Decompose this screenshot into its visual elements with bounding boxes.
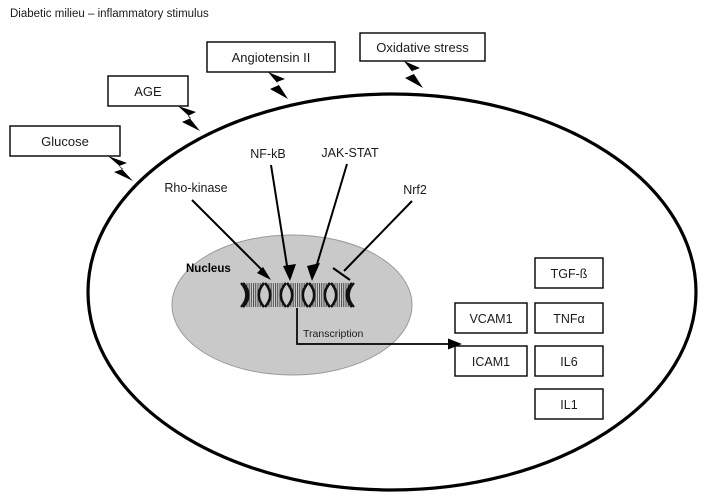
pathway-label-rho-kinase: Rho-kinase — [164, 181, 227, 195]
age-box-rect[interactable] — [107, 75, 189, 107]
icam1-box-rect[interactable] — [454, 345, 528, 377]
cell-membrane — [86, 92, 698, 492]
oxidative-stress-label: Oxidative stress — [376, 40, 469, 55]
gene-box-il1[interactable]: IL1 — [534, 388, 604, 420]
vcam1-box-rect[interactable] — [454, 302, 528, 334]
nucleus-label: Nucleus — [186, 263, 231, 275]
pathway-label-jak-stat: JAK-STAT — [321, 146, 379, 160]
pathway-label-nf-kb: NF-kB — [250, 147, 285, 161]
lightning-bolt-angiotensin-ii-icon — [268, 72, 288, 99]
il1-label: IL1 — [560, 398, 577, 412]
figure-title: Diabetic milieu – inflammatory stimulus — [10, 8, 209, 20]
pathway-label-nrf2: Nrf2 — [403, 183, 427, 197]
stimulus-box-angiotensin-ii[interactable]: Angiotensin II — [206, 41, 336, 73]
tgf-beta-box-rect[interactable] — [534, 257, 604, 289]
il6-label: IL6 — [560, 355, 577, 369]
oxidative-stress-box-rect[interactable] — [359, 32, 486, 62]
dna-helix — [240, 282, 355, 308]
glucose-label: Glucose — [41, 134, 89, 149]
pathway-arrow-nf-kb — [270, 164, 296, 281]
gene-box-tgf-beta[interactable]: TGF-ß — [534, 257, 604, 289]
pathway-arrow-rho-kinase — [191, 199, 271, 280]
glucose-box-rect[interactable] — [9, 125, 121, 157]
vcam1-label: VCAM1 — [469, 312, 512, 326]
gene-box-tnf-alpha[interactable]: TNFα — [534, 302, 604, 334]
tnf-alpha-label: TNFα — [553, 312, 585, 326]
icam1-label: ICAM1 — [472, 355, 510, 369]
lightning-bolt-oxidative-stress-icon — [404, 61, 423, 88]
transcription-arrow — [296, 308, 462, 350]
stimulus-box-age[interactable]: AGE — [107, 75, 189, 107]
stimulus-box-oxidative-stress[interactable]: Oxidative stress — [359, 32, 486, 62]
il6-box-rect[interactable] — [534, 345, 604, 377]
lightning-bolt-age-icon — [178, 106, 200, 131]
tnf-alpha-box-rect[interactable] — [534, 302, 604, 334]
lightning-bolt-glucose-icon — [108, 156, 133, 181]
gene-box-icam1[interactable]: ICAM1 — [454, 345, 528, 377]
gene-box-vcam1[interactable]: VCAM1 — [454, 302, 528, 334]
il1-box-rect[interactable] — [534, 388, 604, 420]
gene-box-il6[interactable]: IL6 — [534, 345, 604, 377]
angiotensin-ii-label: Angiotensin II — [232, 50, 311, 65]
angiotensin-ii-box-rect[interactable] — [206, 41, 336, 73]
pathway-arrow-jak-stat — [307, 163, 348, 281]
tgf-beta-label: TGF-ß — [551, 267, 588, 281]
age-label: AGE — [134, 84, 162, 99]
transcription-label: Transcription — [303, 328, 363, 340]
pathway-inhibitor-nrf2 — [332, 200, 413, 281]
stimulus-box-glucose[interactable]: Glucose — [9, 125, 121, 157]
